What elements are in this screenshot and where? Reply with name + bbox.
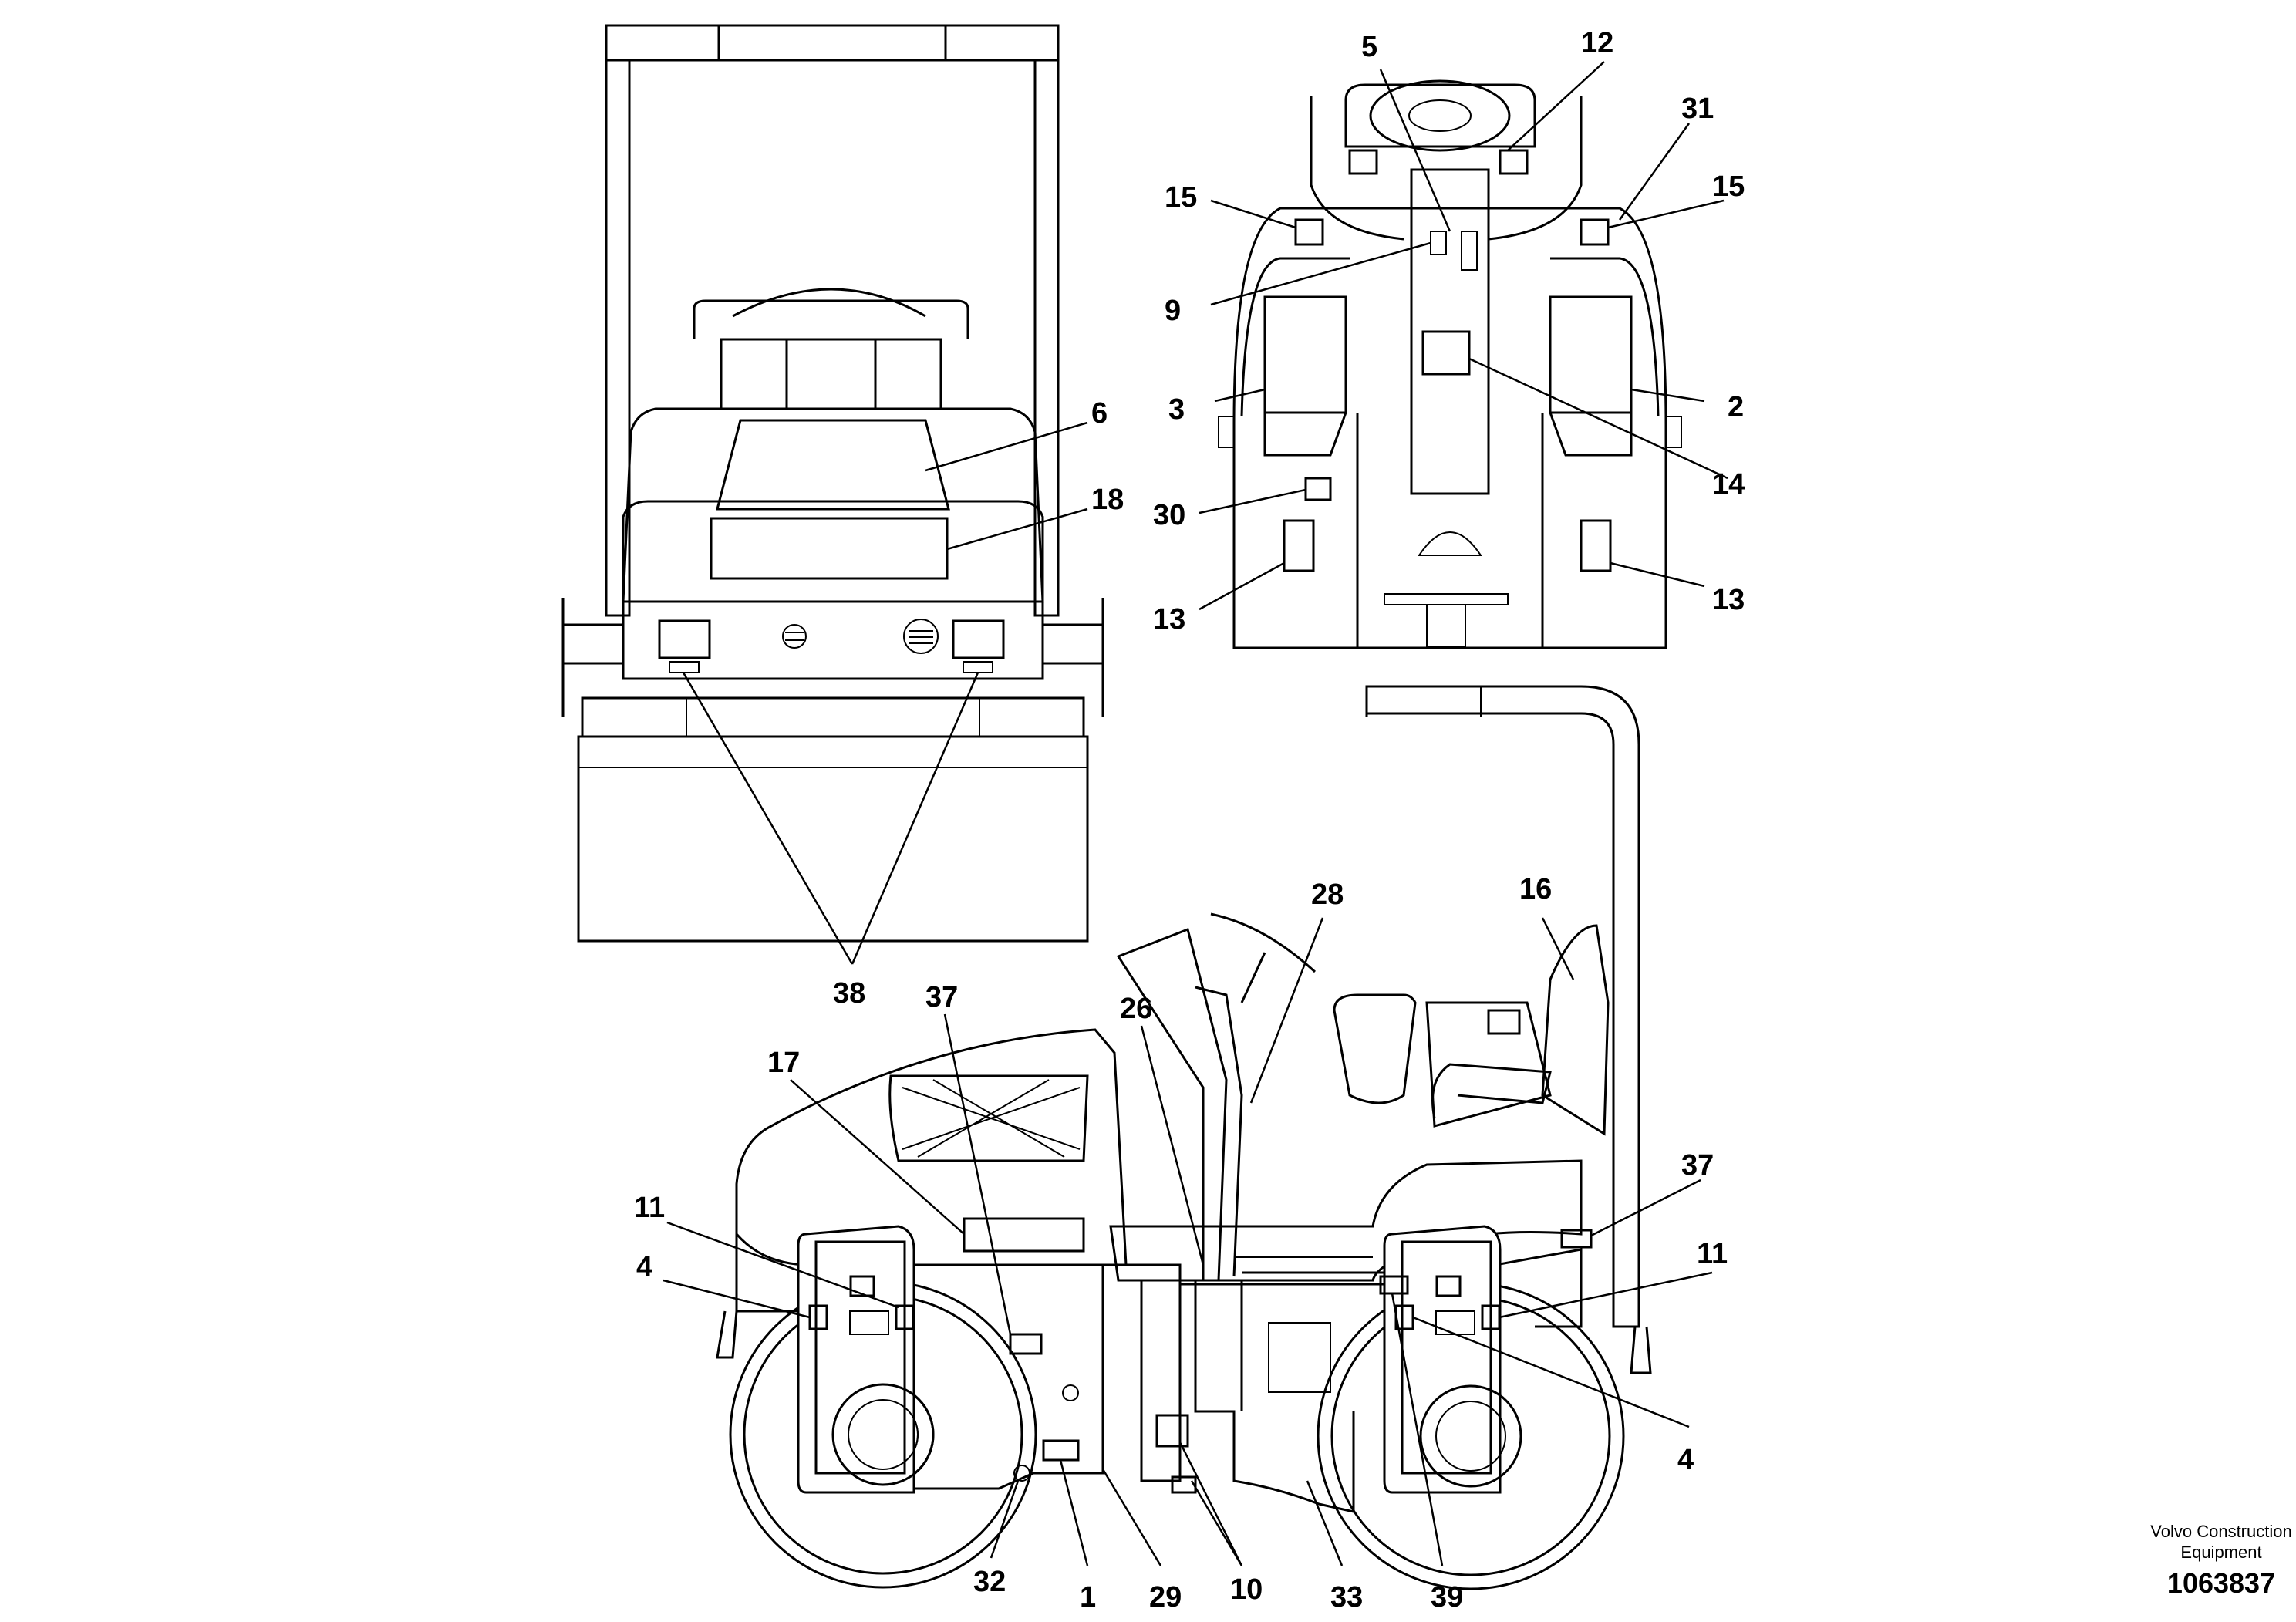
top-view bbox=[1218, 79, 1682, 649]
side-view bbox=[716, 685, 1652, 1590]
callout-4-rear: 4 bbox=[1677, 1444, 1694, 1476]
callout-30: 30 bbox=[1153, 499, 1185, 531]
callout-3: 3 bbox=[1168, 393, 1185, 426]
callout-6: 6 bbox=[1091, 397, 1108, 430]
callout-13-right: 13 bbox=[1712, 584, 1745, 616]
callout-33: 33 bbox=[1330, 1581, 1363, 1614]
callout-15-right: 15 bbox=[1712, 170, 1745, 203]
callout-16: 16 bbox=[1519, 873, 1552, 905]
callout-28: 28 bbox=[1311, 878, 1344, 911]
callout-11-front: 11 bbox=[634, 1192, 665, 1224]
callout-1: 1 bbox=[1080, 1581, 1096, 1614]
credit-block: Volvo Construction Equipment 1063837 bbox=[2150, 1522, 2291, 1599]
callout-10: 10 bbox=[1230, 1573, 1263, 1606]
callout-39: 39 bbox=[1431, 1581, 1463, 1614]
callout-31: 31 bbox=[1681, 93, 1714, 125]
callout-26: 26 bbox=[1120, 993, 1152, 1025]
callout-13-left: 13 bbox=[1153, 603, 1185, 636]
callout-29: 29 bbox=[1149, 1581, 1182, 1614]
callout-38: 38 bbox=[833, 977, 865, 1010]
front-view bbox=[561, 24, 1104, 943]
callout-17: 17 bbox=[767, 1047, 800, 1079]
callout-labels: 5 12 31 15 15 9 3 2 14 30 13 13 6 18 38 … bbox=[634, 27, 1745, 1614]
callout-4-front: 4 bbox=[636, 1251, 652, 1283]
credit-line-1: Volvo Construction bbox=[2150, 1522, 2291, 1541]
part-number: 1063837 bbox=[2167, 1567, 2275, 1599]
callout-12: 12 bbox=[1581, 27, 1613, 59]
callout-14: 14 bbox=[1712, 468, 1745, 501]
callout-9: 9 bbox=[1165, 295, 1181, 327]
callout-37-front: 37 bbox=[925, 981, 958, 1013]
callout-11-rear: 11 bbox=[1697, 1238, 1728, 1270]
callout-5: 5 bbox=[1361, 31, 1377, 63]
callout-18: 18 bbox=[1091, 484, 1124, 516]
callout-37-rear: 37 bbox=[1681, 1149, 1714, 1182]
callout-15-left: 15 bbox=[1165, 181, 1197, 214]
credit-line-2: Equipment bbox=[2180, 1543, 2261, 1562]
callout-32: 32 bbox=[973, 1566, 1006, 1598]
callout-2: 2 bbox=[1728, 391, 1744, 423]
leader-lines bbox=[663, 61, 1728, 1566]
